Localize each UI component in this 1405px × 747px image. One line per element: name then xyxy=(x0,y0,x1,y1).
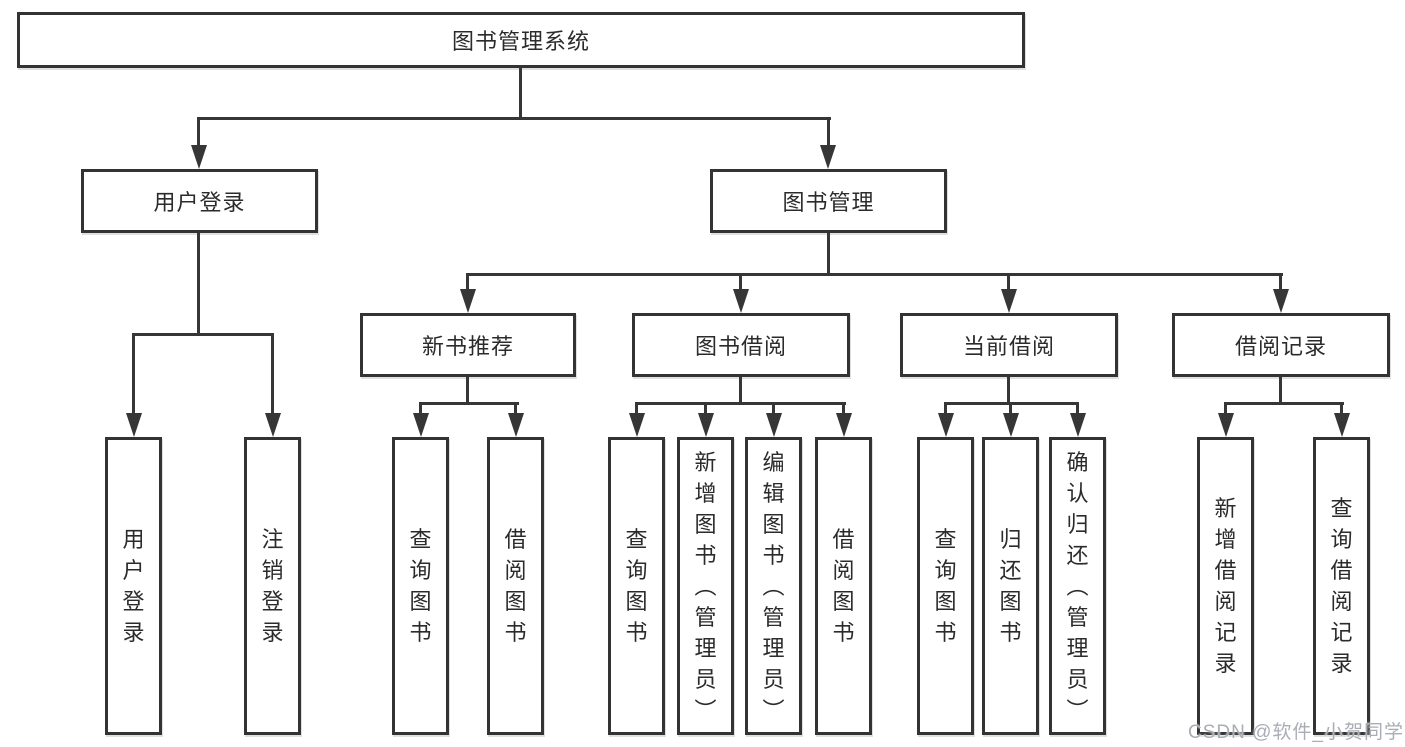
connector-line xyxy=(1009,402,1012,416)
node-label: 图书管理 xyxy=(782,190,875,215)
node-label: 编 辑 图 书 ︵ 管 理 员 ︶ xyxy=(762,449,785,723)
leaf-query-borrow-record: 查 询 借 阅 记 录 xyxy=(1313,437,1370,735)
node-label: 查 询 借 阅 记 录 xyxy=(1330,496,1353,676)
connector-line xyxy=(197,117,200,149)
arrow-down-icon xyxy=(508,413,524,437)
node-label: 借阅记录 xyxy=(1234,334,1327,359)
connector-line xyxy=(271,333,274,415)
node-user-login: 用户登录 xyxy=(81,169,318,233)
leaf-logout: 注 销 登 录 xyxy=(244,437,301,735)
arrow-down-icon xyxy=(460,289,476,313)
node-label: 用 户 登 录 xyxy=(122,527,145,645)
arrow-down-icon xyxy=(1001,289,1017,313)
node-label: 新书推荐 xyxy=(421,334,514,359)
node-label: 查 询 图 书 xyxy=(934,527,957,645)
node-label: 新 增 图 书 ︵ 管 理 员 ︶ xyxy=(694,449,717,723)
leaf-query-books-borrowing: 查 询 图 书 xyxy=(608,437,665,735)
connector-line xyxy=(132,333,274,336)
connector-line xyxy=(1340,402,1343,416)
connector-line xyxy=(635,402,846,405)
arrow-down-icon xyxy=(191,145,207,169)
connector-line xyxy=(1279,273,1282,293)
node-library-system: 图书管理系统 xyxy=(17,12,1025,68)
node-book-borrowing: 图书借阅 xyxy=(632,313,850,377)
connector-line xyxy=(419,402,422,416)
node-label: 借 阅 图 书 xyxy=(504,527,527,645)
node-label: 当前借阅 xyxy=(962,334,1055,359)
node-borrowing-records: 借阅记录 xyxy=(1172,313,1390,377)
arrow-down-icon xyxy=(126,413,142,437)
leaf-return-books: 归 还 图 书 xyxy=(982,437,1039,735)
connector-line xyxy=(704,402,707,416)
node-label: 确 认 归 还 ︵ 管 理 员 ︶ xyxy=(1066,449,1089,723)
connector-line xyxy=(772,402,775,416)
connector-line xyxy=(1224,402,1227,416)
connector-line xyxy=(466,273,469,293)
node-label: 借 阅 图 书 xyxy=(832,527,855,645)
connector-line xyxy=(739,273,742,293)
leaf-borrow-books-recommend: 借 阅 图 书 xyxy=(487,437,544,735)
arrow-down-icon xyxy=(1334,413,1350,437)
connector-line xyxy=(827,233,830,275)
connector-line xyxy=(197,233,200,335)
connector-line xyxy=(466,377,469,404)
node-label: 查 询 图 书 xyxy=(625,527,648,645)
node-label: 注 销 登 录 xyxy=(261,527,284,645)
arrow-down-icon xyxy=(1218,413,1234,437)
leaf-query-books-current: 查 询 图 书 xyxy=(917,437,974,735)
arrow-down-icon xyxy=(265,413,281,437)
leaf-query-books-recommend: 查 询 图 书 xyxy=(392,437,449,735)
connector-line xyxy=(635,402,638,416)
arrow-down-icon xyxy=(938,413,954,437)
node-label: 查 询 图 书 xyxy=(409,527,432,645)
node-label: 图书借阅 xyxy=(694,334,787,359)
leaf-edit-books-admin: 编 辑 图 书 ︵ 管 理 员 ︶ xyxy=(745,437,802,735)
connector-line xyxy=(827,117,830,149)
connector-line xyxy=(1007,377,1010,404)
node-new-book-recommendation: 新书推荐 xyxy=(360,313,576,377)
connector-line xyxy=(944,402,947,416)
connector-line xyxy=(197,117,831,120)
connector-line xyxy=(739,377,742,404)
connector-line xyxy=(519,68,522,118)
connector-line xyxy=(1224,402,1344,405)
leaf-add-borrow-record: 新 增 借 阅 记 录 xyxy=(1197,437,1254,735)
node-label: 用户登录 xyxy=(153,190,246,215)
arrow-down-icon xyxy=(766,413,782,437)
connector-line xyxy=(1007,273,1010,293)
csdn-watermark: CSDN @软件_小贺同学 xyxy=(1188,722,1404,743)
arrow-down-icon xyxy=(1273,289,1289,313)
connector-line xyxy=(466,273,1283,276)
arrow-down-icon xyxy=(836,413,852,437)
arrow-down-icon xyxy=(820,145,836,169)
connector-line xyxy=(842,402,845,416)
leaf-confirm-return-admin: 确 认 归 还 ︵ 管 理 员 ︶ xyxy=(1049,437,1106,735)
node-label: 归 还 图 书 xyxy=(999,527,1022,645)
connector-line xyxy=(514,402,517,416)
arrow-down-icon xyxy=(413,413,429,437)
leaf-add-books-admin: 新 增 图 书 ︵ 管 理 员 ︶ xyxy=(677,437,734,735)
arrow-down-icon xyxy=(1003,413,1019,437)
connector-line xyxy=(419,402,519,405)
node-label: 图书管理系统 xyxy=(451,29,590,54)
node-book-management: 图书管理 xyxy=(710,169,947,233)
connector-line xyxy=(132,333,135,415)
arrow-down-icon xyxy=(1070,413,1086,437)
arrow-down-icon xyxy=(733,289,749,313)
leaf-user-login: 用 户 登 录 xyxy=(105,437,162,735)
arrow-down-icon xyxy=(629,413,645,437)
arrow-down-icon xyxy=(698,413,714,437)
connector-line xyxy=(1279,377,1282,404)
leaf-borrow-books-borrowing: 借 阅 图 书 xyxy=(815,437,872,735)
node-current-borrowing: 当前借阅 xyxy=(900,313,1118,377)
node-label: 新 增 借 阅 记 录 xyxy=(1214,496,1237,676)
connector-line xyxy=(1076,402,1079,416)
